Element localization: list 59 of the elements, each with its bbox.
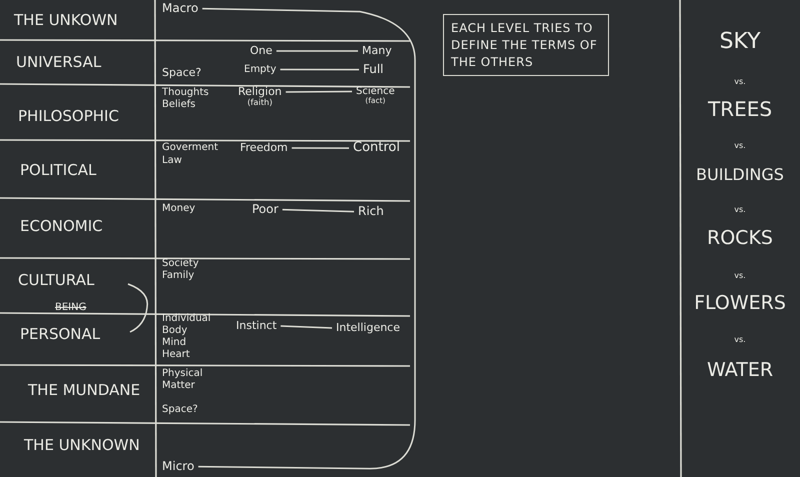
chalk-term: Empty [244,64,276,75]
chalk-term: Micro [162,460,194,474]
chalk-note: Beliefs [162,99,196,110]
chalk-note: Mind [162,337,186,348]
chalk-note: Space? [162,404,198,415]
level-heading: THE MUNDANE [28,382,140,398]
chalk-term: Full [363,63,384,76]
versus-text: vs. [733,206,747,215]
connector-line [280,325,332,329]
versus-text: vs. [733,142,747,151]
term-note: (faith) [247,98,272,108]
connector-line [286,90,352,93]
chalk-term: Macro [162,2,198,16]
chalk-note: Body [162,325,188,336]
versus-text: vs. [733,336,747,345]
element-word: SKY [718,30,762,54]
chalk-term: Rich [358,205,384,218]
chalk-note: Money [162,203,196,214]
level-heading: PHILOSOPHIC [18,108,119,124]
chalk-note: Thoughts [162,87,209,98]
connector-line [198,8,416,470]
chalk-term: One [250,45,272,58]
level-heading: UNIVERSAL [16,54,102,70]
chalk-note: Space? [162,67,202,80]
element-word: FLOWERS [693,293,787,314]
versus-text: vs. [733,272,747,281]
element-word: WATER [706,360,774,381]
connector-line [282,208,354,212]
element-word: BUILDINGS [695,166,785,184]
chalk-note: Family [162,270,194,281]
chalk-note: Matter [162,380,195,391]
chalk-term: Intelligence [336,322,400,334]
chalk-term: Instinct [236,320,277,332]
level-heading: THE UNKNOWN [24,437,140,454]
chalk-note: Physical [162,368,203,379]
chalk-note: Individual [162,313,211,324]
versus-text: vs. [733,78,747,87]
level-heading: THE UNKOWN [14,12,118,28]
element-word: TREES [706,98,774,120]
chalk-term: Religion [238,86,282,98]
level-heading: CULTURAL [18,272,94,288]
chalk-term: Many [362,45,392,58]
connector-line [276,50,358,52]
level-heading: PERSONAL [20,326,100,342]
chalk-note: Society [162,258,199,269]
connector-line [292,147,349,149]
level-heading: ECONOMIC [20,218,103,234]
connector-line [280,68,359,70]
chalk-note: Goverment [162,142,218,153]
chalk-note: BEING [55,302,86,313]
chalk-term: Control [353,141,400,156]
chalk-note: Heart [162,349,190,360]
chalk-term: Freedom [240,142,288,154]
level-heading: POLITICAL [20,162,96,178]
chalk-term: Science [356,86,395,97]
note-box: EACH LEVEL TRIES TO DEFINE THE TERMS OF THE OTHERS [443,14,609,76]
element-word: ROCKS [706,228,774,249]
chalk-term: Poor [252,203,278,216]
chalk-note: Law [162,155,182,166]
